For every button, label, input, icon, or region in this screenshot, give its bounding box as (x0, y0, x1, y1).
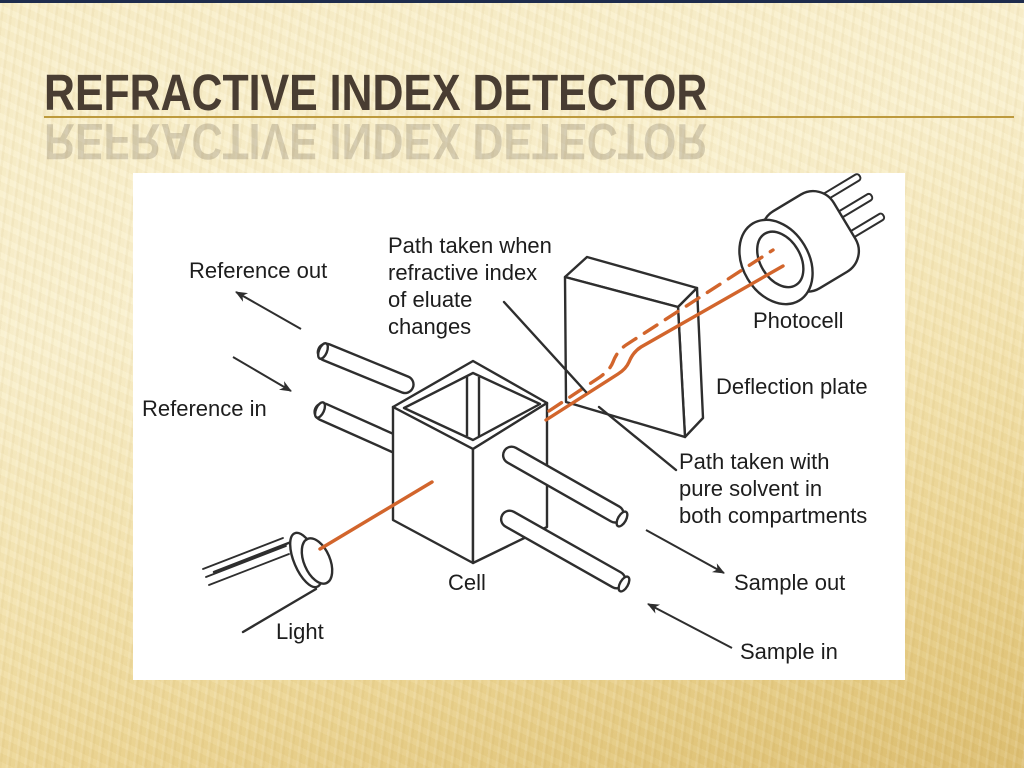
label-cell: Cell (448, 570, 486, 595)
slide-title: REFRACTIVE INDEX DETECTOR (44, 64, 708, 121)
title-underline (44, 116, 1014, 118)
flow-arrows (232, 291, 733, 649)
arrow-sample-in (647, 603, 733, 649)
label-reference-in: Reference in (142, 396, 267, 421)
label-sample-in: Sample in (740, 639, 838, 664)
label-path-with: Path taken with pure solvent in both com… (679, 449, 868, 528)
sample-tubes (499, 445, 631, 593)
photocell-device (738, 173, 886, 306)
beam-solid-pure-solvent (544, 264, 785, 422)
arrow-reference-in (232, 356, 292, 392)
label-photocell: Photocell (753, 308, 844, 333)
label-light: Light (276, 619, 324, 644)
arrow-reference-out (235, 291, 302, 330)
label-sample-out: Sample out (734, 570, 846, 595)
label-path-when: Path taken when refractive index of elua… (388, 233, 552, 339)
deflection-plate (563, 255, 705, 439)
label-reference-out: Reference out (189, 258, 328, 283)
top-accent-bar (0, 0, 1024, 3)
label-deflection-plate: Deflection plate (716, 374, 868, 399)
arrow-sample-out (645, 529, 725, 574)
light-source (202, 531, 334, 634)
callout-lines (502, 300, 678, 472)
callout-path-when (502, 300, 588, 394)
beam-entry (318, 480, 434, 551)
callout-path-with (597, 405, 678, 472)
light-beams (318, 248, 785, 551)
beam-dashed-ri-change (547, 248, 775, 413)
